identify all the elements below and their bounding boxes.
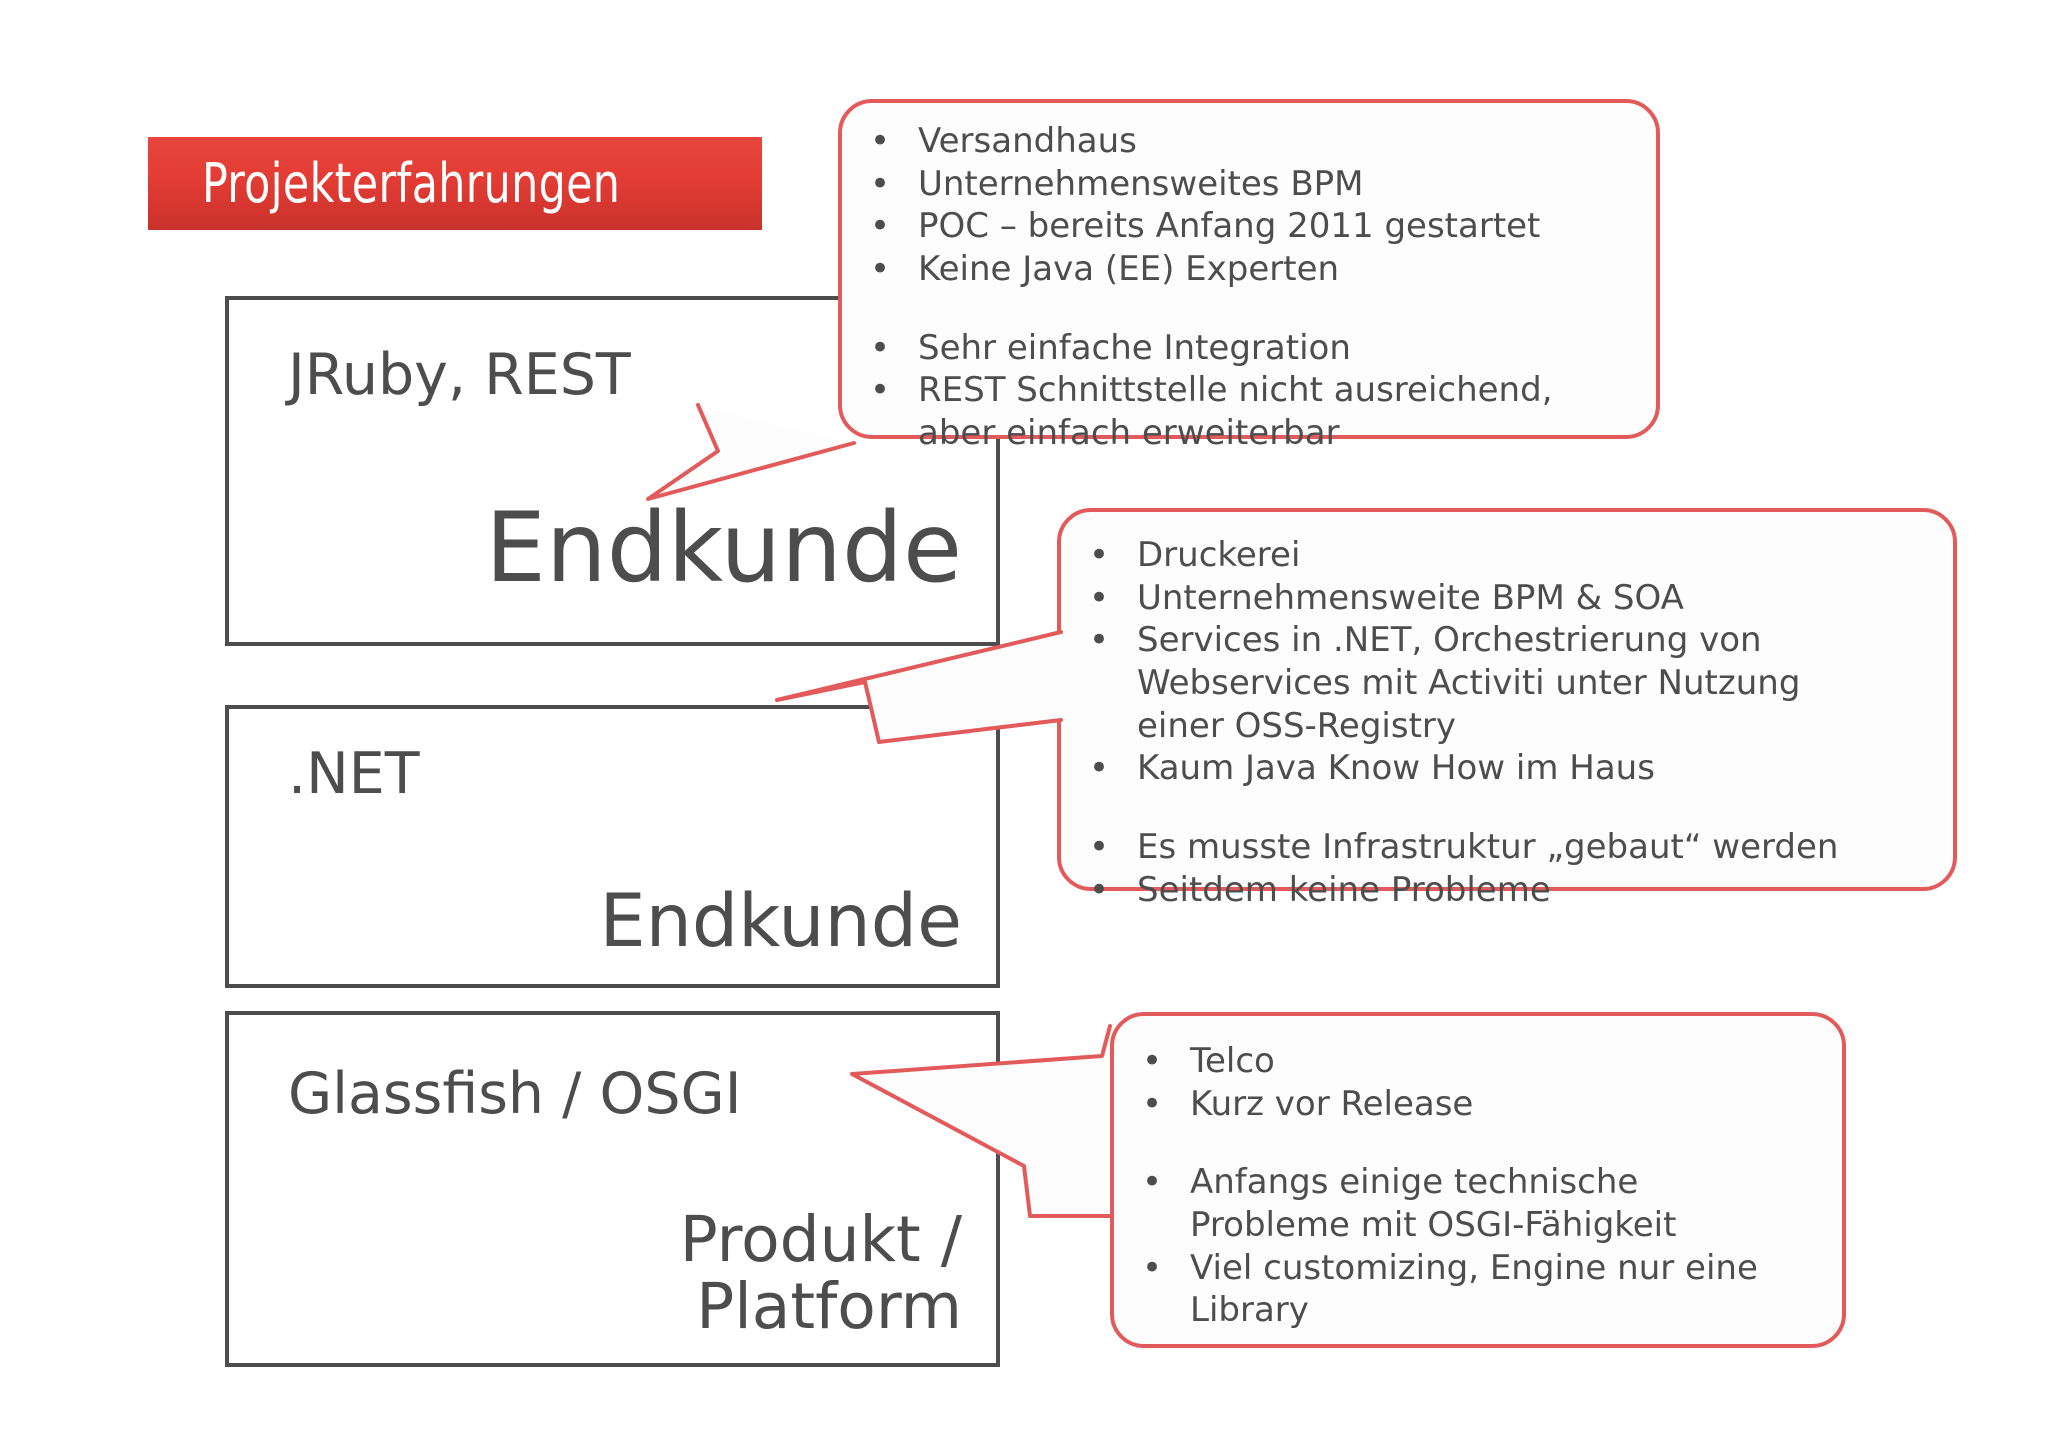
list-item-label: Unternehmensweites BPM [918,163,1364,204]
bubble-bullet-list: • Druckerei • Unternehmensweite BPM & SOA • S… [1083,534,1953,911]
bullet-dot-icon: • [870,121,891,161]
bullet-dot-icon: • [870,163,891,204]
bullet-dot-icon: • [870,370,891,411]
bullet-dot-icon: • [1142,1162,1163,1203]
box-role-label: Produkt / Platform [679,1203,962,1344]
list-item-label: Anfangs einige technische Probleme mit O… [1190,1162,1677,1245]
bullet-dot-icon: • [870,206,891,247]
list-item-label: Druckerei [1137,535,1301,575]
list-item: • Sehr einfache Integration [864,327,1654,370]
bullet-dot-icon: • [1089,620,1110,661]
bubble-bullet-list: • Versandhaus • Unternehmensweites BPM • POC … [864,120,1654,455]
box-role-label: Endkunde [599,878,962,964]
list-item: • Unternehmensweites BPM [864,163,1654,206]
bullet-group-gap [1083,790,1953,826]
list-item-label: REST Schnittstelle nicht ausreichend, ab… [918,370,1553,453]
bullet-group-gap [864,291,1654,327]
bullet-dot-icon: • [1142,1247,1163,1288]
callout-bubble-dotnet: • Druckerei • Unternehmensweite BPM & SOA • S… [775,508,1977,911]
bubble-outline [1057,508,1957,891]
box-role-label: Endkunde [485,492,962,605]
list-item-label: Kurz vor Release [1190,1083,1474,1124]
list-item: • Druckerei [1083,534,1953,577]
list-item: • Services in .NET, Orchestrierung von We… [1083,619,1953,747]
list-item-label: Keine Java (EE) Experten [918,248,1340,289]
list-item: • Versandhaus [864,120,1654,163]
list-item-label: Versandhaus [918,121,1137,161]
stack-box-dotnet: .NET Endkunde [225,705,1000,988]
bullet-dot-icon: • [1089,869,1110,910]
list-item: • Unternehmensweite BPM & SOA [1083,577,1953,620]
slide-title-banner: Projekterfahrungen [148,137,762,230]
callout-bubble-jruby: • Versandhaus • Unternehmensweites BPM • POC … [646,99,1678,501]
list-item: • Seitdem keine Probleme [1083,869,1953,912]
bullet-dot-icon: • [870,327,891,368]
bullet-dot-icon: • [870,248,891,289]
bullet-dot-icon: • [1142,1041,1163,1081]
bullet-group-gap [1136,1125,1842,1161]
list-item-label: Telco [1190,1041,1275,1081]
list-item: • REST Schnittstelle nicht ausreichend, a… [864,369,1654,454]
list-item: • Kaum Java Know How im Haus [1083,747,1953,790]
callout-bubble-glassfish: • Telco • Kurz vor Release • Anfangs einige t… [850,1012,1860,1362]
list-item-label: Es musste Infrastruktur „gebaut“ werden [1137,826,1839,867]
list-item: • Kurz vor Release [1136,1083,1842,1126]
list-item: • Keine Java (EE) Experten [864,248,1654,291]
bullet-dot-icon: • [1089,535,1110,575]
list-item: • POC – bereits Anfang 2011 gestartet [864,205,1654,248]
bullet-dot-icon: • [1089,826,1110,867]
box-tech-label: .NET [288,741,420,807]
box-tech-label: Glassfish / OSGI [288,1061,742,1127]
bubble-tail-icon [850,1024,1112,1218]
bullet-dot-icon: • [1089,577,1110,618]
list-item-label: Sehr einfache Integration [918,327,1351,368]
list-item-label: Unternehmensweite BPM & SOA [1137,577,1684,618]
bubble-outline [838,99,1660,439]
list-item-label: POC – bereits Anfang 2011 gestartet [918,206,1541,247]
bubble-tail-icon [775,630,1063,744]
box-tech-label: JRuby, REST [288,342,631,408]
list-item: • Telco [1136,1040,1842,1083]
bubble-tail-icon [646,403,856,501]
page-title: Projekterfahrungen [202,152,621,215]
bullet-dot-icon: • [1089,748,1110,789]
list-item-label: Services in .NET, Orchestrierung von Web… [1137,620,1801,746]
list-item-label: Seitdem keine Probleme [1137,869,1551,910]
list-item: • Es musste Infrastruktur „gebaut“ werden [1083,826,1953,869]
bubble-outline [1110,1012,1846,1348]
list-item: • Anfangs einige technische Probleme mit … [1136,1161,1842,1246]
list-item: • Viel customizing, Engine nur eine Libra… [1136,1247,1842,1332]
stack-box-glassfish-osgi: Glassfish / OSGI Produkt / Platform [225,1011,1000,1367]
bullet-dot-icon: • [1142,1083,1163,1124]
bubble-bullet-list: • Telco • Kurz vor Release • Anfangs einige t… [1136,1040,1842,1332]
list-item-label: Kaum Java Know How im Haus [1137,748,1655,789]
list-item-label: Viel customizing, Engine nur eine Librar… [1190,1247,1758,1331]
